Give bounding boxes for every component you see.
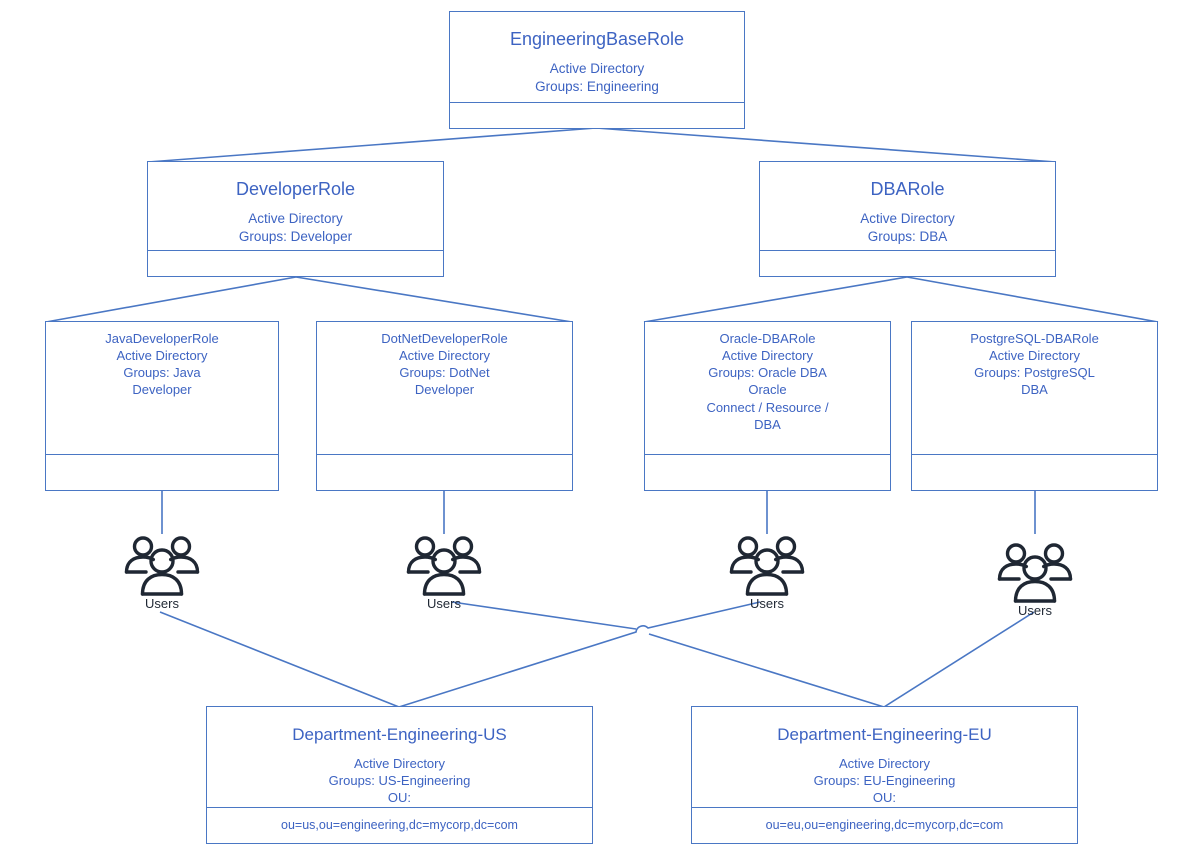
node-footer bbox=[450, 102, 744, 128]
users-group-4[interactable]: Users bbox=[992, 541, 1078, 617]
users-group-label: Users bbox=[1018, 603, 1052, 618]
node-subtitle: Active Directory Groups: DotNet Develope… bbox=[398, 348, 491, 398]
node-java-developer-role[interactable]: JavaDeveloperRole Active Directory Group… bbox=[45, 321, 279, 491]
users-group-label: Users bbox=[750, 596, 784, 611]
node-title: Department-Engineering-US bbox=[292, 725, 507, 744]
node-subtitle: Active Directory Groups: PostgreSQL DBA bbox=[974, 348, 1095, 398]
edge-users4-to-dept-eu bbox=[883, 611, 1035, 708]
users-group-icon bbox=[729, 536, 805, 596]
node-title: DotNetDeveloperRole bbox=[381, 331, 508, 346]
node-subtitle: Active Directory Groups: Engineering bbox=[535, 61, 659, 95]
users-group-3[interactable]: Users bbox=[724, 534, 810, 610]
node-footer bbox=[46, 454, 278, 490]
edge-base-to-developer bbox=[147, 127, 597, 163]
node-body: EngineeringBaseRole Active Directory Gro… bbox=[450, 12, 744, 102]
node-postgresql-dba-role[interactable]: PostgreSQL-DBARole Active Directory Grou… bbox=[911, 321, 1158, 491]
node-oracle-dba-role[interactable]: Oracle-DBARole Active Directory Groups: … bbox=[644, 321, 891, 491]
node-department-engineering-eu[interactable]: Department-Engineering-EU Active Directo… bbox=[691, 706, 1078, 844]
node-title: DBARole bbox=[870, 179, 945, 199]
users-group-1[interactable]: Users bbox=[119, 534, 205, 610]
users-group-icon bbox=[406, 536, 482, 596]
users-group-label: Users bbox=[427, 596, 461, 611]
edge-users2-to-dept-eu-b bbox=[648, 633, 885, 708]
users-group-icon bbox=[997, 543, 1073, 603]
node-title: Department-Engineering-EU bbox=[777, 725, 992, 744]
node-dba-role[interactable]: DBARole Active Directory Groups: DBA bbox=[759, 161, 1056, 277]
users-group-2[interactable]: Users bbox=[401, 534, 487, 610]
node-title: EngineeringBaseRole bbox=[509, 29, 685, 49]
node-subtitle: Active Directory Groups: Developer bbox=[238, 211, 353, 245]
node-body: Oracle-DBARole Active Directory Groups: … bbox=[645, 322, 890, 454]
node-body: DotNetDeveloperRole Active Directory Gro… bbox=[317, 322, 572, 454]
edge-developer-to-java bbox=[45, 276, 297, 323]
node-body: Department-Engineering-US Active Directo… bbox=[207, 707, 592, 807]
node-body: Department-Engineering-EU Active Directo… bbox=[692, 707, 1077, 807]
node-title: Oracle-DBARole bbox=[719, 331, 816, 346]
node-footer: ou=eu,ou=engineering,dc=mycorp,dc=com bbox=[692, 806, 1077, 843]
edge-developer-to-dotnet bbox=[295, 276, 573, 323]
node-title: DeveloperRole bbox=[235, 179, 356, 199]
node-body: PostgreSQL-DBARole Active Directory Grou… bbox=[912, 322, 1157, 454]
node-body: DBARole Active Directory Groups: DBA bbox=[760, 162, 1055, 250]
node-body: DeveloperRole Active Directory Groups: D… bbox=[148, 162, 443, 250]
node-engineering-base-role[interactable]: EngineeringBaseRole Active Directory Gro… bbox=[449, 11, 745, 129]
users-group-icon bbox=[124, 536, 200, 596]
users-group-label: Users bbox=[145, 596, 179, 611]
edge-users3-to-dept-us bbox=[398, 601, 761, 708]
node-department-engineering-us[interactable]: Department-Engineering-US Active Directo… bbox=[206, 706, 593, 844]
node-subtitle: Active Directory Groups: EU-Engineering … bbox=[813, 756, 956, 806]
node-footer bbox=[148, 250, 443, 276]
node-footer: ou=us,ou=engineering,dc=mycorp,dc=com bbox=[207, 806, 592, 843]
node-title: JavaDeveloperRole bbox=[105, 331, 219, 346]
edge-users1-to-dept-us bbox=[159, 611, 400, 708]
node-subtitle: Active Directory Groups: Oracle DBA Orac… bbox=[706, 348, 829, 432]
node-footer bbox=[760, 250, 1055, 276]
node-body: JavaDeveloperRole Active Directory Group… bbox=[46, 322, 278, 454]
node-title: PostgreSQL-DBARole bbox=[970, 331, 1099, 346]
node-subtitle: Active Directory Groups: DBA bbox=[860, 211, 955, 245]
node-dotnet-developer-role[interactable]: DotNetDeveloperRole Active Directory Gro… bbox=[316, 321, 573, 491]
node-footer bbox=[645, 454, 890, 490]
node-footer bbox=[317, 454, 572, 490]
node-subtitle: Active Directory Groups: US-Engineering … bbox=[328, 756, 471, 806]
node-subtitle: Active Directory Groups: Java Developer bbox=[116, 348, 208, 398]
edge-dba-to-postgres bbox=[906, 276, 1159, 323]
edge-dba-to-oracle bbox=[643, 276, 908, 323]
node-developer-role[interactable]: DeveloperRole Active Directory Groups: D… bbox=[147, 161, 444, 277]
node-footer bbox=[912, 454, 1157, 490]
edge-base-to-dba bbox=[595, 127, 1057, 163]
